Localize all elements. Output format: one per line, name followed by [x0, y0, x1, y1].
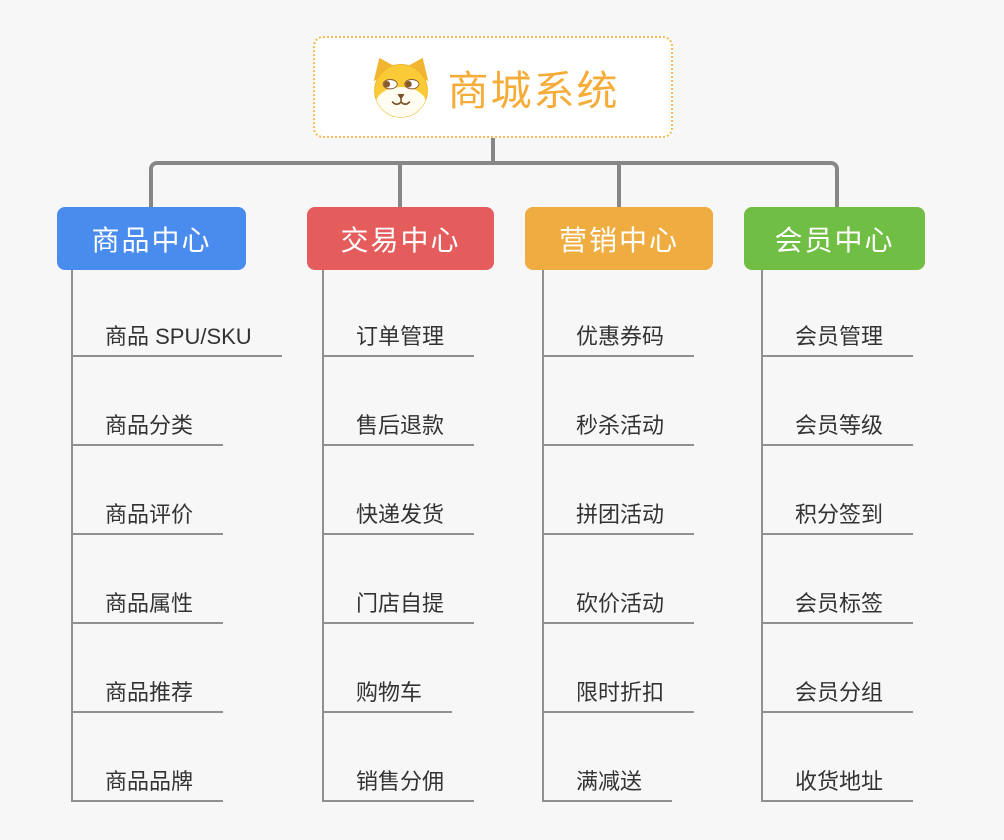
branch-box-product-center[interactable]: 商品中心 [57, 207, 246, 270]
leaf-item[interactable]: 会员标签 [761, 586, 914, 624]
branch-box-trade-center[interactable]: 交易中心 [307, 207, 494, 270]
leaf-item[interactable]: 商品品牌 [71, 764, 224, 802]
leaf-item[interactable]: 销售分佣 [322, 764, 475, 802]
root-node[interactable]: 商城系统 [313, 36, 673, 138]
leaf-item[interactable]: 订单管理 [322, 319, 475, 357]
leaf-item[interactable]: 砍价活动 [542, 586, 695, 624]
dog-face-icon [373, 57, 428, 118]
leaf-item[interactable]: 限时折扣 [542, 675, 695, 713]
branch-box-marketing-center[interactable]: 营销中心 [525, 207, 713, 270]
connector-drop-branch-2 [398, 163, 402, 207]
leaf-item[interactable]: 会员等级 [761, 408, 914, 446]
connector-bus [149, 161, 839, 207]
spine-branch-1 [71, 270, 73, 802]
leaf-item[interactable]: 满减送 [542, 764, 673, 802]
leaf-item[interactable]: 积分签到 [761, 497, 914, 535]
spine-branch-4 [761, 270, 763, 802]
leaf-item[interactable]: 快递发货 [322, 497, 475, 535]
spine-branch-3 [542, 270, 544, 802]
connector-drop-branch-3 [617, 163, 621, 207]
leaf-item[interactable]: 门店自提 [322, 586, 475, 624]
leaf-item[interactable]: 会员分组 [761, 675, 914, 713]
leaf-item[interactable]: 拼团活动 [542, 497, 695, 535]
root-title: 商城系统 [447, 68, 620, 114]
leaf-item[interactable]: 商品属性 [71, 586, 224, 624]
leaf-item[interactable]: 售后退款 [322, 408, 475, 446]
connector-root-drop [491, 137, 495, 165]
leaf-item[interactable]: 会员管理 [761, 319, 914, 357]
leaf-item[interactable]: 收货地址 [761, 764, 914, 802]
leaf-item[interactable]: 商品分类 [71, 408, 224, 446]
leaf-item[interactable]: 商品评价 [71, 497, 224, 535]
leaf-item[interactable]: 秒杀活动 [542, 408, 695, 446]
leaf-item[interactable]: 购物车 [322, 675, 453, 713]
branch-box-member-center[interactable]: 会员中心 [744, 207, 925, 270]
leaf-item[interactable]: 优惠券码 [542, 319, 695, 357]
spine-branch-2 [322, 270, 324, 802]
leaf-item[interactable]: 商品推荐 [71, 675, 224, 713]
leaf-item[interactable]: 商品 SPU/SKU [71, 319, 282, 357]
